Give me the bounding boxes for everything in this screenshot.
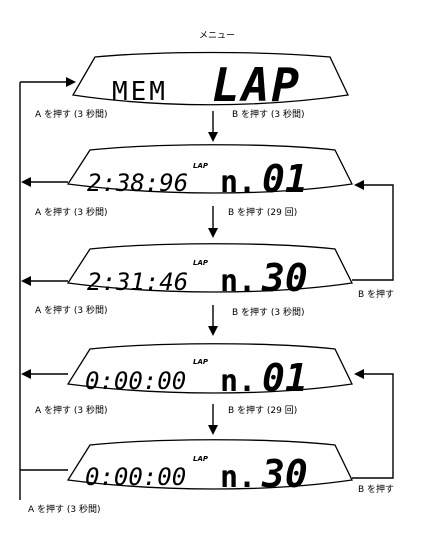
- label-b-29-1: B を押す (29 回): [228, 206, 297, 218]
- loop-screen4-to-screen3: [352, 369, 394, 479]
- label-b-hold-0: B を押す (3 秒間): [232, 108, 305, 120]
- lap-time-4: 0:00:00: [85, 463, 186, 491]
- lap-prefix-4: n.: [220, 460, 256, 495]
- lap-prefix-3: n.: [220, 364, 256, 399]
- lap-time-3: 0:00:00: [85, 367, 186, 395]
- lap-number-2: 30: [261, 256, 308, 300]
- lap-prefix-1: n.: [220, 165, 256, 200]
- loop-screen2-to-screen1: [352, 180, 394, 281]
- lap-screen-1: LAP 2:38:96 n. 01: [66, 144, 353, 201]
- lap-prefix-2: n.: [220, 264, 256, 299]
- label-b-press-2: B を押す: [358, 288, 394, 300]
- lap-indicator-2: LAP: [193, 259, 209, 267]
- label-a-hold-2: A を押す (3 秒間): [35, 304, 108, 316]
- lap-number-3: 01: [262, 356, 308, 400]
- label-a-hold-3: A を押す (3 秒間): [35, 404, 108, 416]
- lap-number-1: 01: [262, 157, 308, 201]
- diagram-title: メニュー: [199, 31, 235, 41]
- lap-screen-1-frame: [66, 144, 353, 194]
- lap-time-1: 2:38:96: [87, 169, 188, 197]
- menu-screen-frame: [71, 51, 349, 106]
- lap-screen-2-frame: [66, 243, 353, 293]
- label-a-hold-0: A を押す (3 秒間): [35, 108, 108, 120]
- lap-screen-4-frame: [66, 439, 353, 490]
- lap-indicator-3: LAP: [193, 358, 209, 366]
- lap-screen-3: LAP 0:00:00 n. 01: [66, 343, 353, 400]
- lap-indicator-1: LAP: [193, 162, 209, 170]
- menu-screen: MEM LAP: [71, 51, 349, 112]
- label-b-hold-2: B を押す (3 秒間): [232, 306, 305, 318]
- label-a-hold-1: A を押す (3 秒間): [35, 206, 108, 218]
- lap-time-2: 2:31:46: [87, 268, 188, 296]
- label-a-hold-4: A を押す (3 秒間): [28, 503, 101, 515]
- menu-mem-text: MEM: [112, 77, 168, 107]
- lap-number-4: 30: [261, 452, 308, 496]
- lap-screen-4: LAP 0:00:00 n. 30: [66, 439, 353, 496]
- lap-screen-2: LAP 2:31:46 n. 30: [66, 243, 353, 300]
- label-b-29-3: B を押す (29 回): [228, 404, 297, 416]
- lap-indicator-4: LAP: [193, 455, 209, 463]
- label-b-press-4: B を押す: [358, 483, 394, 495]
- menu-lap-text: LAP: [212, 58, 301, 112]
- lap-screen-3-frame: [66, 343, 353, 394]
